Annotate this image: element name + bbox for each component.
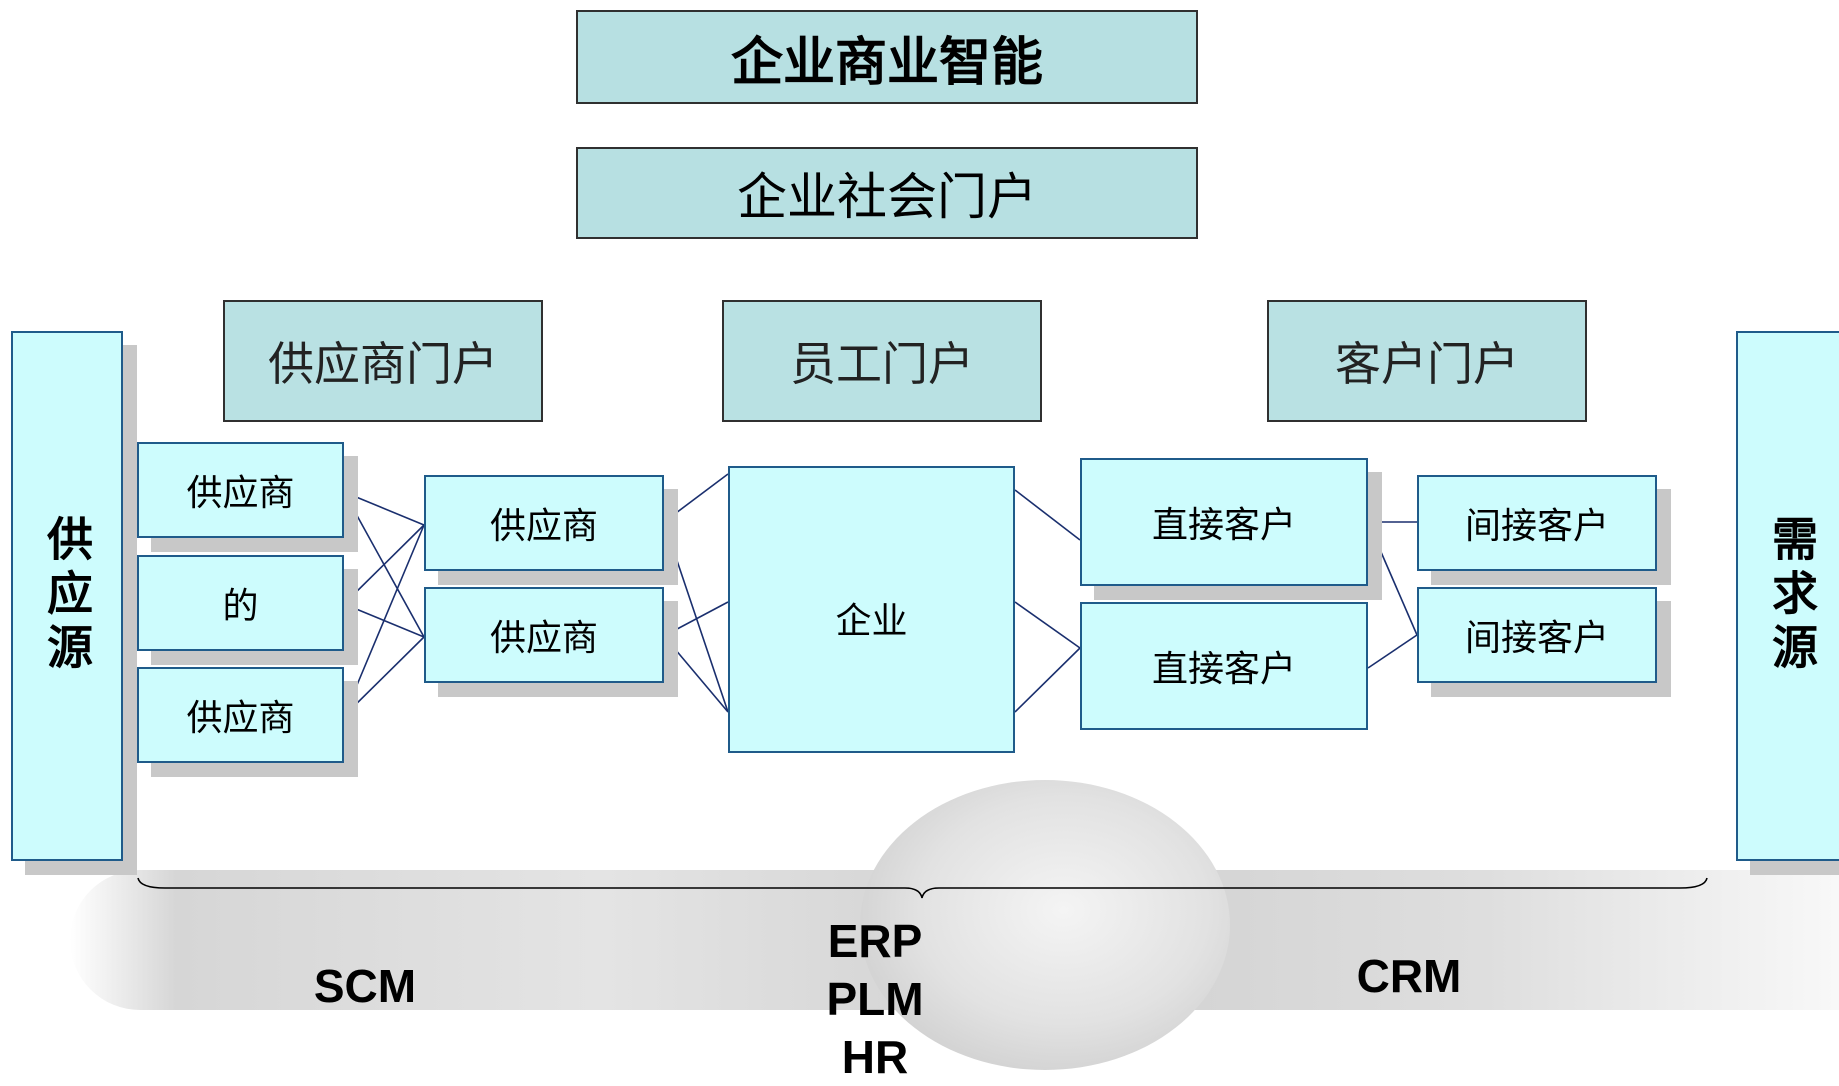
supplier-left-3-label: 供应商 (186, 698, 295, 739)
crm-label: CRM (1356, 950, 1462, 1002)
demand-source-pillar: 需求源 (1736, 331, 1839, 861)
direct-customer-2-label: 直接客户 (1151, 649, 1296, 690)
customer-portal-label: 客户门户 (1335, 337, 1519, 391)
supplier-portal-label: 供应商门户 (268, 337, 498, 391)
employee-portal-box: 员工门户 (722, 300, 1042, 422)
supplier-left-3: 供应商 (137, 667, 344, 763)
demand-source-label: 需求源 (1765, 515, 1819, 677)
direct-customer-2: 直接客户 (1080, 602, 1368, 730)
enterprise-label: 企业 (835, 601, 908, 642)
enterprise-box: 企业 (728, 466, 1015, 753)
indirect-customer-2-label: 间接客户 (1464, 618, 1609, 659)
indirect-customer-1: 间接客户 (1417, 475, 1657, 571)
globe-image (860, 780, 1230, 1070)
direct-customer-1-label: 直接客户 (1151, 505, 1296, 546)
supply-source-pillar: 供应源 (11, 331, 123, 861)
hr-label: HR (841, 1031, 909, 1083)
enterprise-social-portal-label: 企业社会门户 (737, 168, 1037, 226)
supplier-mid-1-label: 供应商 (489, 506, 598, 547)
direct-customer-1: 直接客户 (1080, 458, 1368, 586)
indirect-customer-1-label: 间接客户 (1464, 506, 1609, 547)
supplier-left-2: 的 (137, 555, 344, 651)
supplier-mid-2-label: 供应商 (489, 618, 598, 659)
supply-source-label: 供应源 (40, 515, 94, 677)
supplier-mid-2: 供应商 (424, 587, 664, 683)
supplier-left-2-label: 的 (222, 586, 259, 627)
plm-label: PLM (826, 973, 924, 1025)
enterprise-bi-box: 企业商业智能 (576, 10, 1198, 104)
customer-portal-box: 客户门户 (1267, 300, 1587, 422)
indirect-customer-2: 间接客户 (1417, 587, 1657, 683)
enterprise-bi-label: 企业商业智能 (730, 32, 1043, 93)
supplier-portal-box: 供应商门户 (223, 300, 543, 422)
scm-label: SCM (313, 960, 417, 1012)
supplier-mid-1: 供应商 (424, 475, 664, 571)
enterprise-social-portal-box: 企业社会门户 (576, 147, 1198, 239)
employee-portal-label: 员工门户 (790, 337, 974, 391)
supplier-left-1-label: 供应商 (186, 473, 295, 514)
erp-label: ERP (827, 915, 923, 967)
supplier-left-1: 供应商 (137, 442, 344, 538)
